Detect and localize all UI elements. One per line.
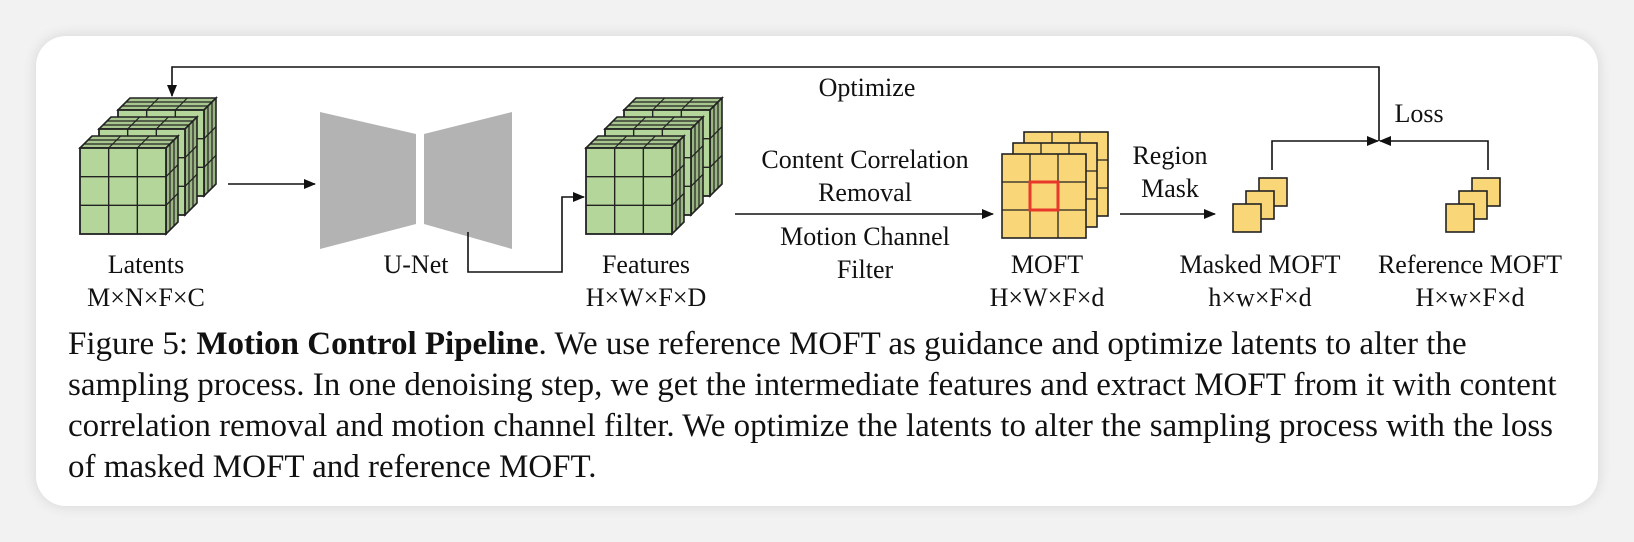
caption-title: Motion Control Pipeline [196, 326, 539, 362]
latents-cube-3 [78, 134, 180, 236]
features-cube-stack [584, 96, 724, 236]
caption-body: . We use reference MOFT as guidance and … [68, 326, 1557, 485]
latents-label: Latents [108, 250, 185, 279]
content-correlation-label-line1: Content Correlation [761, 145, 968, 174]
region-mask-highlight [1028, 180, 1060, 212]
content-correlation-label-line2: Removal [818, 178, 912, 207]
moft-label: MOFT [1011, 250, 1083, 279]
caption-prefix: Figure 5: [68, 326, 197, 362]
region-mask-label-line1: Region [1132, 141, 1207, 170]
figure-card [36, 36, 1598, 506]
moft-stack [1001, 131, 1109, 239]
motion-channel-label-line1: Motion Channel [780, 222, 950, 251]
pipeline-diagram: Optimize Loss Latents M×N×F×C U-Net Feat… [78, 66, 1562, 312]
features-cube-3 [584, 134, 686, 236]
region-mask-label-line2: Mask [1141, 174, 1199, 203]
motion-channel-label-line2: Filter [837, 255, 894, 284]
figure-caption: Figure 5: Motion Control Pipeline. We us… [68, 324, 1588, 488]
features-label: Features [602, 250, 690, 279]
unet-block [320, 112, 512, 249]
reference-moft-sheet-3 [1445, 203, 1475, 233]
unet-label: U-Net [384, 250, 450, 279]
latents-dims: M×N×F×C [87, 283, 205, 312]
masked-moft-dims: h×w×F×d [1208, 283, 1311, 312]
masked-moft-sheet-3 [1232, 203, 1262, 233]
moft-sheet-3 [1001, 153, 1087, 239]
reference-moft-label: Reference MOFT [1378, 250, 1562, 279]
arrow-optimize-feedback [167, 66, 1380, 141]
masked-moft-stack [1232, 177, 1288, 233]
moft-dims: H×W×F×d [990, 283, 1105, 312]
optimize-label: Optimize [819, 73, 916, 102]
unet-encoder [320, 112, 416, 249]
reference-moft-dims: H×w×F×d [1415, 283, 1524, 312]
arrow-reference-to-loss [1379, 136, 1489, 170]
features-dims: H×W×F×D [586, 283, 707, 312]
unet-decoder [424, 112, 512, 249]
reference-moft-stack [1445, 177, 1501, 233]
arrow-masked-to-loss [1271, 136, 1379, 170]
loss-label: Loss [1394, 99, 1443, 128]
masked-moft-label: Masked MOFT [1179, 250, 1340, 279]
arrow-unet-to-features [467, 192, 585, 273]
latents-cube-stack [78, 96, 218, 236]
